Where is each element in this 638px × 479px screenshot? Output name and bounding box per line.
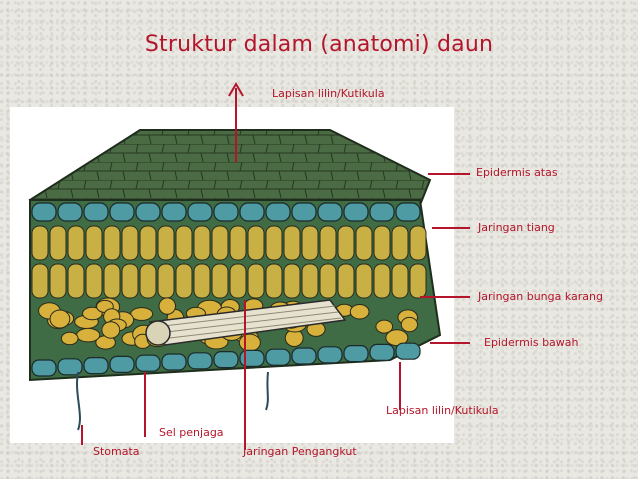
label-lower-epidermis: Epidermis bawah: [484, 336, 579, 349]
label-cuticle-top: Lapisan lilin/Kutikula: [272, 87, 385, 100]
label-palisade: Jaringan tiang: [478, 221, 555, 234]
label-upper-epidermis: Epidermis atas: [476, 166, 558, 179]
palisade-layer: [31, 225, 427, 299]
lower-epidermis-layer: [31, 342, 421, 377]
hair-strand: [265, 371, 269, 411]
label-stomata: Stomata: [93, 445, 140, 458]
label-spongy: Jaringan bunga karang: [478, 290, 604, 303]
vascular-bundle: [145, 299, 347, 346]
label-vascular: Jaringan Pengangkut: [243, 445, 357, 458]
upper-epidermis-layer: [31, 202, 421, 222]
label-cuticle-bottom: Lapisan lilin/Kutikula: [386, 404, 499, 417]
pointer-lines: [81, 82, 470, 450]
diagram-title: Struktur dalam (anatomi) daun: [144, 32, 494, 57]
stomata-strand: [76, 371, 81, 431]
label-guard-cell: Sel penjaga: [159, 426, 224, 439]
pointer-cuticle-top: [228, 82, 244, 162]
